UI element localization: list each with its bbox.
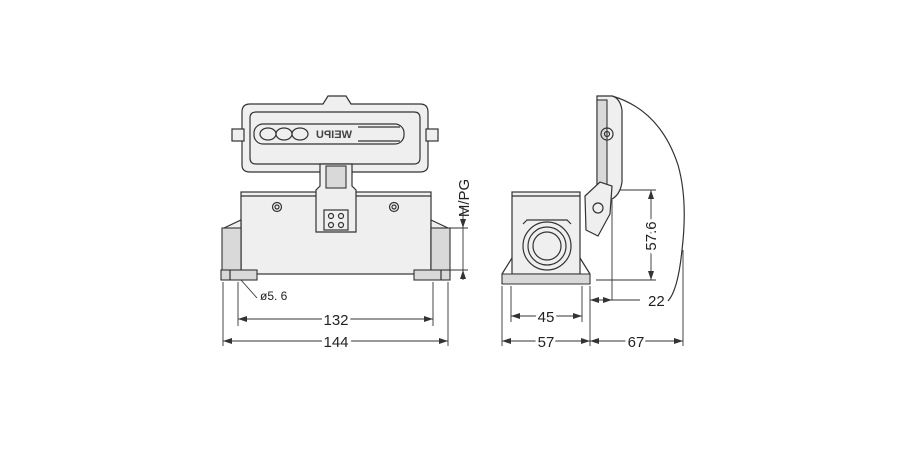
side-lever bbox=[584, 95, 623, 237]
height-dimension: 57.6 bbox=[640, 190, 663, 280]
mounting-pitch-label: 132 bbox=[323, 312, 348, 329]
cover-depth-label: 67 bbox=[628, 334, 645, 351]
cover-depth-dimension: 67 bbox=[590, 331, 683, 354]
brand-logo: WEIPU bbox=[316, 129, 352, 141]
cable-entry-label: M/PG bbox=[456, 179, 473, 217]
hinge-offset-dimension: 22 bbox=[590, 293, 665, 310]
lever-bracket bbox=[315, 163, 357, 233]
mounting-pitch-dimension: 132 bbox=[238, 309, 433, 332]
locking-lever: WEIPU bbox=[231, 95, 439, 173]
hole-diameter-label: ø5. 6 bbox=[260, 289, 288, 303]
inner-depth-label: 45 bbox=[538, 309, 555, 326]
cable-entry-dimension: M/PG bbox=[450, 179, 473, 280]
base-depth-label: 57 bbox=[538, 334, 555, 351]
base-depth-dimension: 57 bbox=[502, 331, 590, 354]
side-view: 57.6 22 45 57 67 bbox=[501, 95, 685, 354]
height-label: 57.6 bbox=[643, 221, 660, 250]
overall-width-dimension: 144 bbox=[223, 331, 448, 354]
hole-diameter-dimension: ø5. 6 bbox=[240, 279, 288, 303]
hinge-offset-label: 22 bbox=[648, 293, 665, 310]
overall-width-label: 144 bbox=[323, 334, 348, 351]
side-housing bbox=[501, 191, 591, 285]
front-view: WEIPU bbox=[220, 95, 473, 354]
inner-depth-dimension: 45 bbox=[511, 306, 582, 329]
